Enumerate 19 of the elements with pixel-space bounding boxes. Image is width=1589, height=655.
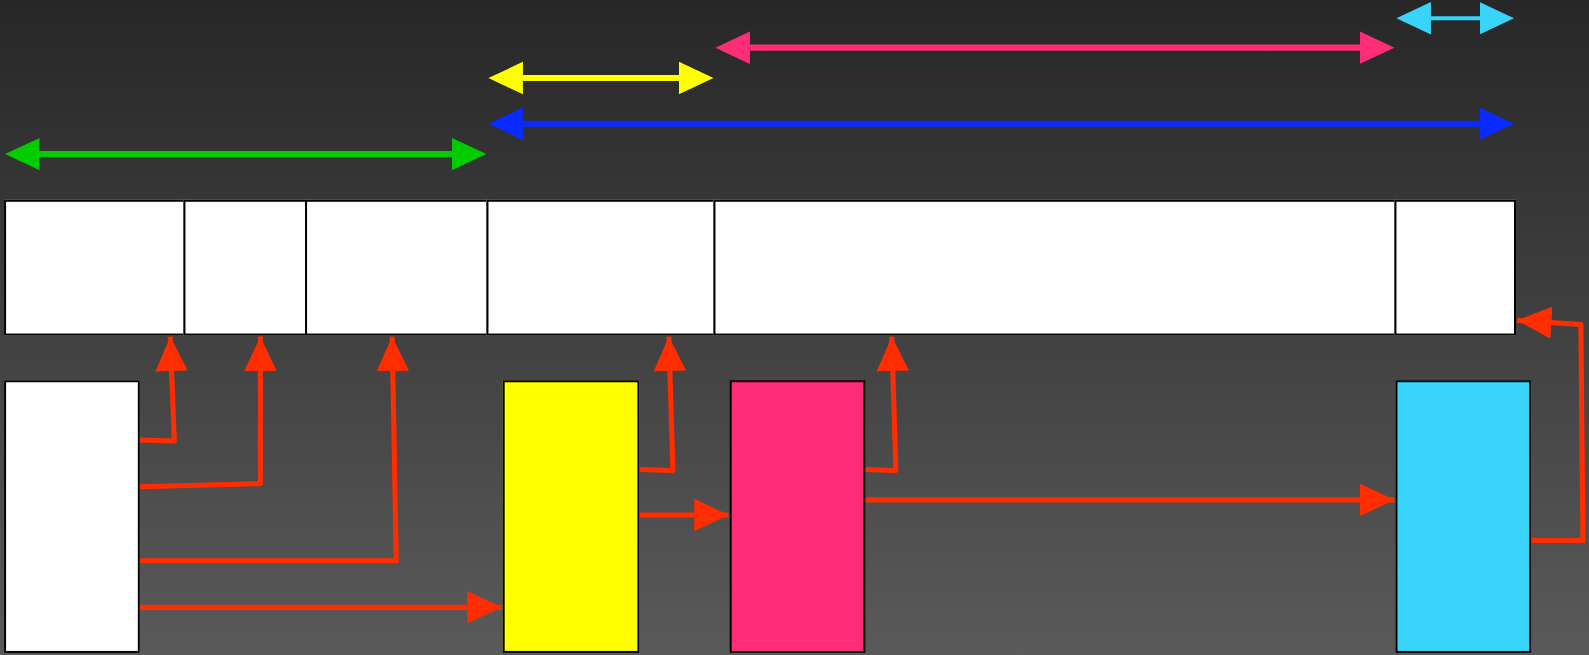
bar-segment <box>713 199 1397 336</box>
arrow <box>139 591 502 624</box>
arrow <box>1516 306 1586 543</box>
block <box>729 380 866 653</box>
arrow <box>639 498 729 532</box>
bar-segment <box>4 199 186 336</box>
arrow <box>865 336 910 473</box>
bar-segment <box>1394 199 1517 336</box>
arrow <box>865 483 1395 517</box>
bar-segment <box>305 199 489 336</box>
arrow <box>639 336 687 473</box>
arrow <box>139 336 277 490</box>
block <box>4 380 140 653</box>
arrow <box>139 336 188 444</box>
block <box>1395 380 1532 653</box>
arrow <box>139 336 409 564</box>
bar-segment <box>486 199 716 336</box>
bar-segment <box>183 199 308 336</box>
block <box>502 380 640 653</box>
